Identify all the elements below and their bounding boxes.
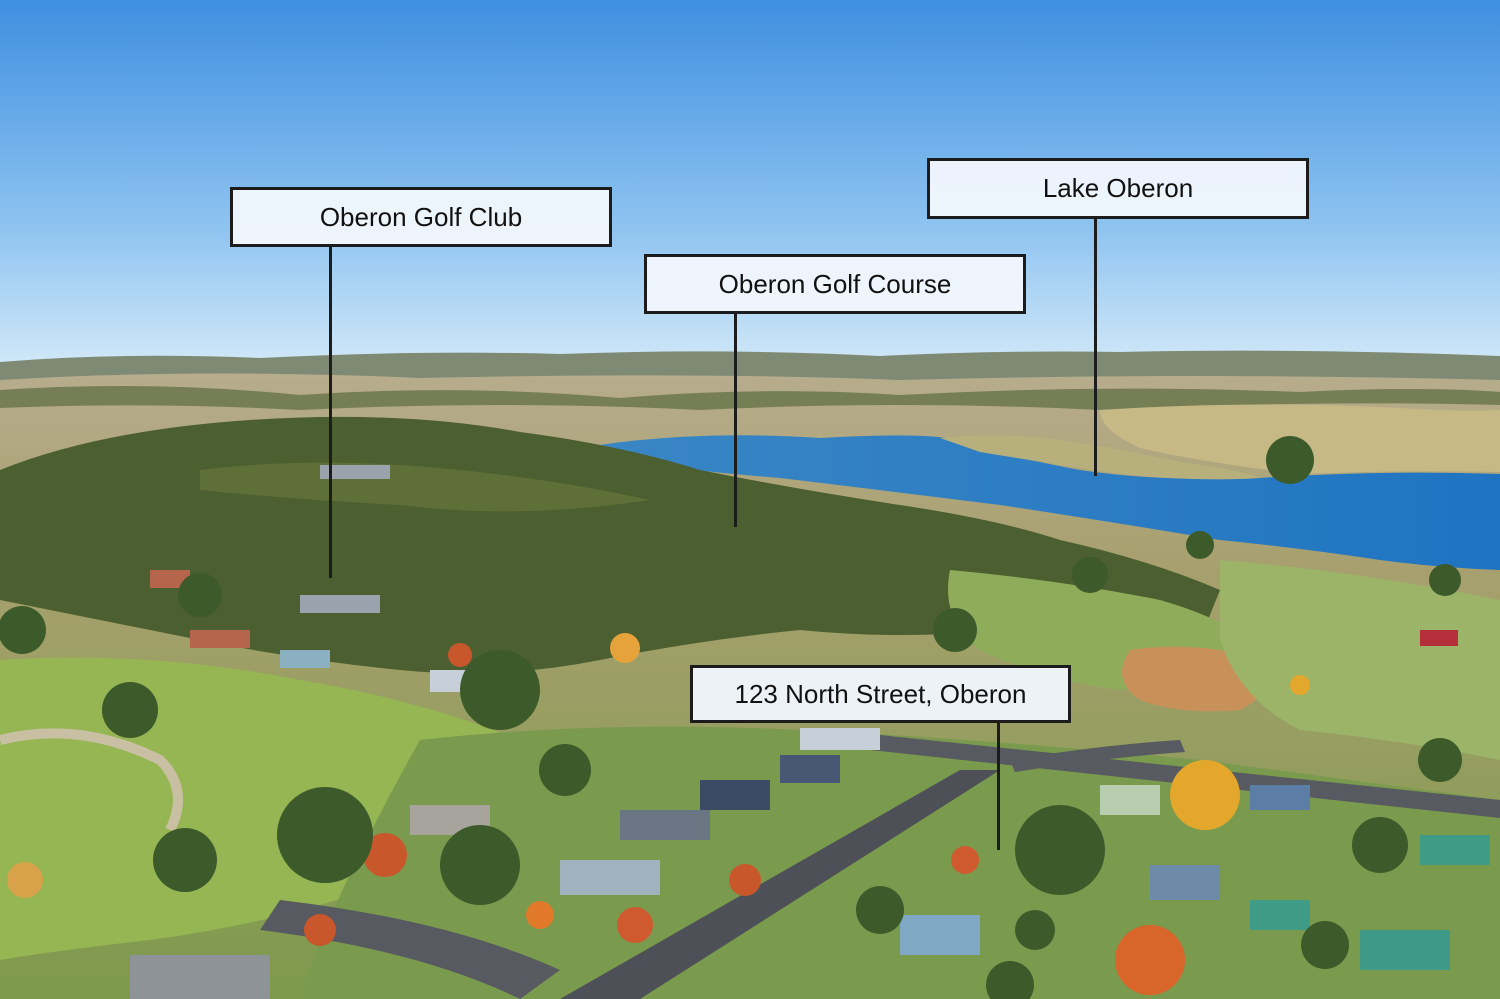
green-trees: [0, 436, 1462, 999]
golf-club-text: Oberon Golf Club: [319, 201, 523, 232]
north-street: [560, 770, 1000, 999]
lake-text: Lake Oberon: [1042, 173, 1194, 203]
lake-label: Lake Oberon: [927, 158, 1309, 219]
east-hill: [1220, 560, 1500, 760]
paddock-track: [0, 728, 183, 833]
forest-highlights: [200, 462, 650, 512]
property-leader: [997, 720, 1000, 850]
houses: [130, 465, 1490, 999]
peninsula: [940, 435, 1260, 480]
golf-course-leader: [734, 311, 737, 527]
autumn-trees: [7, 633, 1310, 995]
golf-course-text: Oberon Golf Course: [718, 268, 952, 299]
far-treeline: [0, 386, 1500, 410]
property-label: 123 North Street, Oberon: [690, 665, 1071, 723]
golf-club-leader: [329, 244, 332, 578]
property-text: 123 North Street, Oberon: [734, 678, 1027, 709]
lake-leader: [1094, 216, 1097, 476]
lake: [600, 435, 1500, 570]
golf-club-label: Oberon Golf Club: [230, 187, 612, 247]
golf-course-label: Oberon Golf Course: [644, 254, 1026, 314]
cross-road-east: [1010, 740, 1185, 772]
